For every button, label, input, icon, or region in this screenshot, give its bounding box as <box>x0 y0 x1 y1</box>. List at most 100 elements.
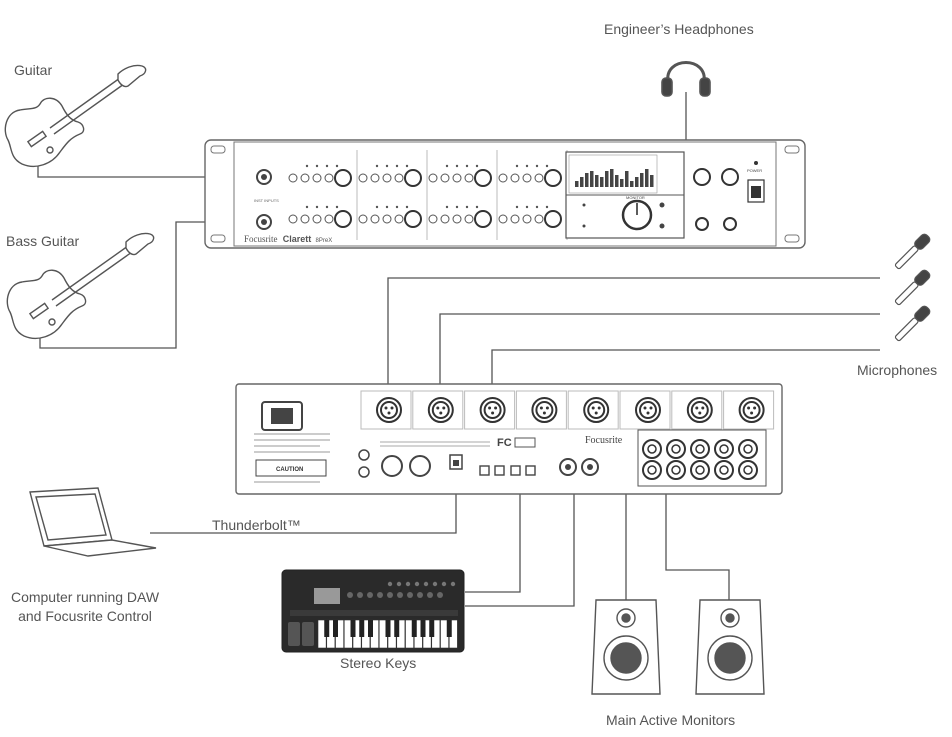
wordclock-in <box>358 449 370 461</box>
xlr-pin <box>436 406 440 410</box>
status-led <box>405 205 409 209</box>
monitor-speaker-right <box>695 599 765 695</box>
line-output-jack-inner <box>695 465 705 475</box>
synth-knob <box>347 592 353 598</box>
xlr-input-inner <box>535 401 554 419</box>
synth-knob <box>397 592 403 598</box>
xlr-input-inner <box>380 401 398 419</box>
xlr-pin <box>753 406 757 410</box>
fc-mark: FC <box>497 437 512 449</box>
status-led <box>395 205 399 209</box>
status-led <box>465 205 469 209</box>
rack-hole <box>784 145 800 154</box>
xlr-pin <box>384 406 388 410</box>
synth-knob <box>405 581 411 587</box>
xlr-pin <box>387 411 391 415</box>
inst-inputs-label: INST INPUTS <box>254 198 279 203</box>
preamp-button <box>440 214 450 224</box>
engineers-headphones-label: Engineer’s Headphones <box>604 21 754 37</box>
headphone-2-knob <box>721 168 739 186</box>
level-meter-bars <box>575 169 654 187</box>
line-output-jack-inner <box>671 465 681 475</box>
status-led <box>515 164 519 168</box>
preamp-button <box>300 173 310 183</box>
xlr-pin <box>390 406 394 410</box>
status-led <box>475 205 479 209</box>
preamp-button <box>510 173 520 183</box>
preamp-button <box>522 173 532 183</box>
meter-bar <box>640 173 644 187</box>
mic2-cable <box>439 313 880 395</box>
status-led <box>535 205 539 209</box>
black-key <box>385 620 391 637</box>
preamp-button <box>428 173 438 183</box>
status-led <box>395 164 399 168</box>
status-led <box>305 164 309 168</box>
brand-logo: Focusrite Clarett 8PreX <box>244 234 332 244</box>
rear-brand: Focusrite <box>585 435 623 446</box>
preamp-button <box>452 214 462 224</box>
monitor-speaker-left <box>591 599 661 695</box>
synth-knob <box>432 581 438 587</box>
status-led <box>465 164 469 168</box>
svg-text:CAUTION: CAUTION <box>276 467 303 473</box>
xlr-input-inner <box>483 401 502 419</box>
preamp-button <box>498 214 508 224</box>
input-slot <box>671 390 723 430</box>
status-led <box>525 164 529 168</box>
black-key <box>324 620 330 637</box>
line-output-jack-inner <box>719 444 729 454</box>
status-led <box>545 205 549 209</box>
input-slot <box>515 390 567 430</box>
computer-label-line2: and Focusrite Control <box>18 608 152 624</box>
line-output-jack-inner <box>671 444 681 454</box>
xlr-input-inner <box>690 401 709 419</box>
synth-knob <box>417 592 423 598</box>
input-slot <box>412 390 464 430</box>
synth-knob <box>407 592 413 598</box>
status-led <box>375 164 379 168</box>
xlr-input-inner <box>639 401 657 419</box>
preamp-button <box>428 214 438 224</box>
status-led <box>445 205 449 209</box>
meter-bar <box>645 169 649 187</box>
xlr-pin <box>439 411 443 415</box>
meter-bar <box>580 177 584 187</box>
meter-bar <box>630 181 634 187</box>
preamp-button <box>300 214 310 224</box>
keyboard-icon <box>281 569 465 653</box>
meter-bar <box>600 177 604 187</box>
computer-label-line1: Computer running DAW <box>10 589 160 605</box>
mic-line-inputs <box>360 390 775 430</box>
status-led <box>325 205 329 209</box>
preamp-button <box>534 214 544 224</box>
black-key <box>350 620 356 637</box>
preamp-button <box>452 173 462 183</box>
xlr-pin <box>494 406 498 410</box>
xlr-input-inner <box>587 401 606 419</box>
black-key <box>411 620 417 637</box>
preamp-button <box>464 214 474 224</box>
line-output-jack-inner <box>647 465 657 475</box>
xlr-pin <box>591 406 595 410</box>
xlr-pin <box>695 406 699 410</box>
synth-knob <box>441 581 447 587</box>
status-led <box>515 205 519 209</box>
xlr-pin <box>597 406 601 410</box>
status-led <box>335 164 339 168</box>
gain-knob <box>334 210 352 228</box>
rack-hole <box>210 145 226 154</box>
preamp-button <box>498 173 508 183</box>
black-key <box>446 620 452 637</box>
laptop-icon <box>29 487 157 557</box>
status-led <box>525 205 529 209</box>
line-output-jack-inner <box>743 465 753 475</box>
status-led <box>545 164 549 168</box>
xlr-pin <box>491 411 495 415</box>
bass-guitar-icon <box>6 232 155 340</box>
black-key <box>394 620 400 637</box>
synth-knob <box>377 592 383 598</box>
input-slot <box>464 390 516 430</box>
preamp-button <box>382 173 392 183</box>
